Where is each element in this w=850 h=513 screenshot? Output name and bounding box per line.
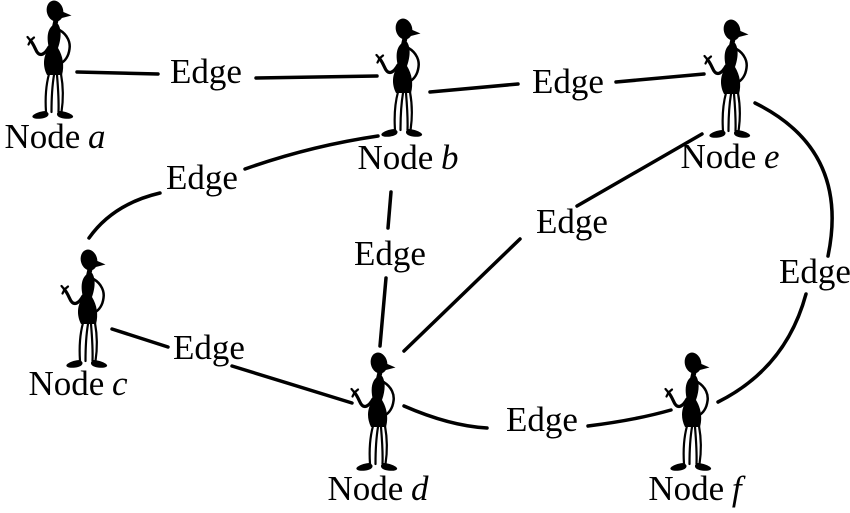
edge-b-d-line xyxy=(378,190,393,348)
edge-b-d-label: Edge xyxy=(354,234,426,273)
node-a-person-icon xyxy=(28,0,74,119)
edge-a-b-line xyxy=(75,70,379,80)
node-d-person-icon xyxy=(352,351,398,471)
edge-c-d-label: Edge xyxy=(173,328,245,367)
edge-b-c-label: Edge xyxy=(166,158,238,197)
edge-d-e-label: Edge xyxy=(536,202,608,241)
edge-e-f-label: Edge xyxy=(779,252,850,291)
node-c-person-icon xyxy=(62,248,108,368)
edge-b-e-label: Edge xyxy=(532,62,604,101)
edge-d-f-line xyxy=(402,404,673,430)
node-b-person-icon xyxy=(377,17,423,137)
node-e-person-icon xyxy=(705,18,751,138)
edge-b-c-line xyxy=(87,134,380,240)
edge-d-f-label: Edge xyxy=(506,400,578,439)
edge-d-e-line xyxy=(402,132,704,353)
edge-e-f-line xyxy=(716,101,834,404)
edge-a-b-label: Edge xyxy=(170,52,242,91)
edge-c-d-line xyxy=(110,327,354,405)
edge-b-e-line xyxy=(428,72,706,94)
